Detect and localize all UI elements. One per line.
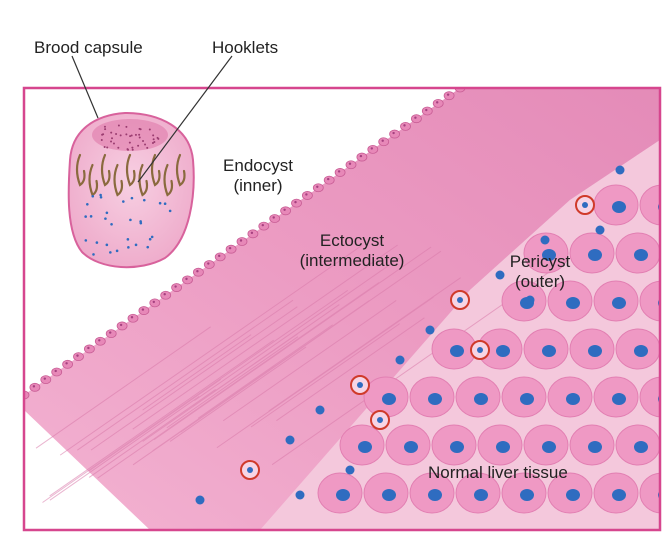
tissue-panel bbox=[24, 88, 660, 530]
liver-cells bbox=[195, 165, 660, 514]
brood-capsule-leader bbox=[71, 55, 99, 119]
hooklets-leader bbox=[137, 55, 233, 183]
ectocyst-sublabel: (intermediate) bbox=[299, 251, 405, 270]
ectocyst-label: Ectocyst bbox=[319, 231, 385, 250]
brood-capsule-label: Brood capsule bbox=[34, 38, 143, 57]
endocyst-layer bbox=[24, 88, 466, 400]
hooklets-label: Hooklets bbox=[212, 38, 279, 57]
endocyst-sublabel: (inner) bbox=[233, 176, 283, 195]
pericyst-sublabel: (outer) bbox=[514, 272, 566, 291]
normal-liver-tissue-label: Normal liver tissue bbox=[428, 463, 568, 482]
endocyst-label: Endocyst bbox=[223, 156, 293, 175]
diagram-frame bbox=[22, 86, 662, 532]
pericyst-label: Pericyst bbox=[509, 252, 571, 271]
brood-capsule bbox=[67, 111, 195, 269]
